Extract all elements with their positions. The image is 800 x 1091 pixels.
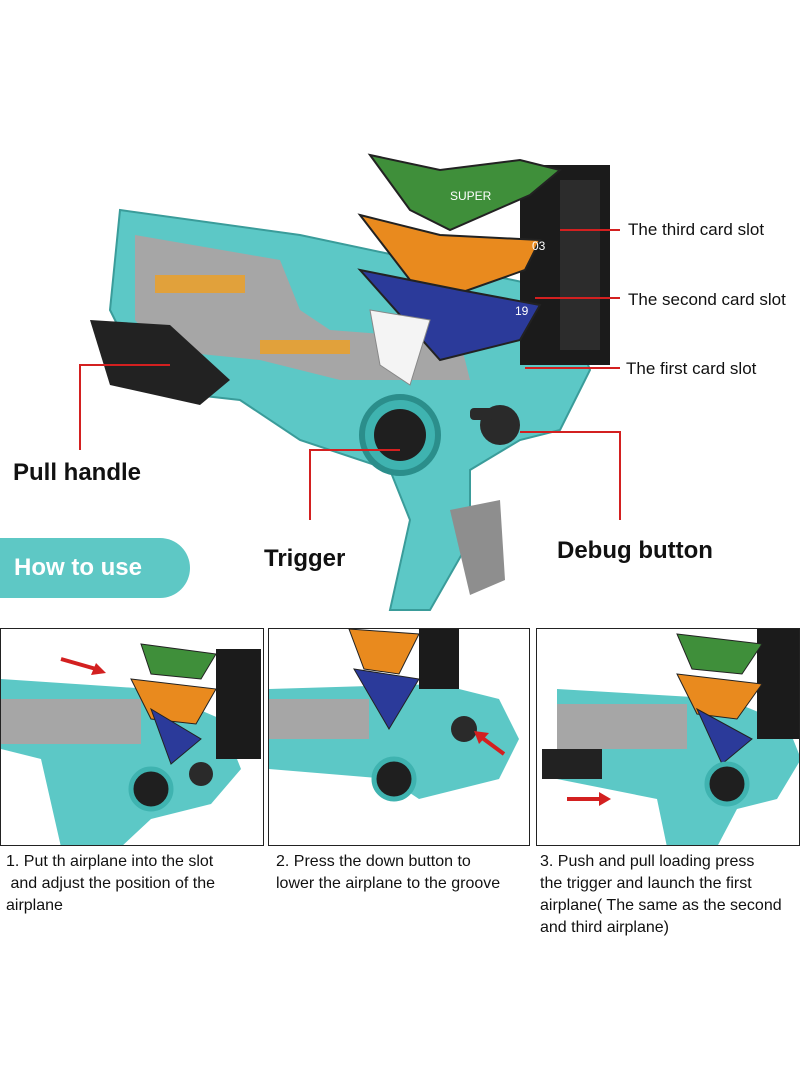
callout-line-debug <box>520 431 621 520</box>
plane-nose-white <box>369 309 431 386</box>
callout-lines <box>79 229 621 520</box>
step-1-line-3: airplane <box>6 897 63 914</box>
step-3-caption: 3. Push and pull loading press the trigg… <box>540 851 798 939</box>
label-first-card-slot: The first card slot <box>626 359 757 378</box>
how-to-use-badge: How to use <box>0 538 190 598</box>
label-third-card-slot: The third card slot <box>628 220 765 239</box>
step-2-line-1: 2. Press the down button to <box>276 853 471 870</box>
callout-line-trigger <box>309 449 400 520</box>
plane-number-top: 03 <box>532 239 546 253</box>
step-2-caption: 2. Press the down button to lower the ai… <box>276 851 536 895</box>
label-second-card-slot: The second card slot <box>628 290 786 309</box>
gun-orange-strip-lower <box>260 340 350 354</box>
step-2-image <box>268 628 530 846</box>
label-debug-button: Debug button <box>557 537 713 564</box>
step-3-image <box>536 628 800 846</box>
pull-handle-part <box>90 320 230 405</box>
step-1-line-2: and adjust the position of the <box>6 875 216 892</box>
trigger-hole <box>374 409 426 461</box>
plane-lower <box>357 268 542 362</box>
gun-orange-strip <box>155 275 245 293</box>
plane-marking-super: SUPER <box>450 189 492 203</box>
plane-top <box>367 153 563 232</box>
label-pull-handle: Pull handle <box>13 459 142 486</box>
step-1-line-1: 1. Put th airplane into the slot <box>6 853 214 870</box>
step-3-line-3: airplane( The same as the second <box>540 897 782 914</box>
callout-line-pull <box>79 364 170 450</box>
step-1-image <box>0 628 264 846</box>
step-1-caption: 1. Put th airplane into the slot and adj… <box>6 851 266 917</box>
grip-insert <box>450 500 505 595</box>
plane-number-mid: 19 <box>515 304 529 318</box>
toy-gun-illustration: SUPER 03 19 <box>79 153 621 611</box>
step-3-line-2: the trigger and launch the first <box>540 875 752 892</box>
step-3-line-4: and third airplane) <box>540 919 669 936</box>
label-trigger: Trigger <box>264 545 346 572</box>
step-2-line-2: lower the airplane to the groove <box>276 875 501 892</box>
step-3-line-1: 3. Push and pull loading press <box>540 853 755 870</box>
